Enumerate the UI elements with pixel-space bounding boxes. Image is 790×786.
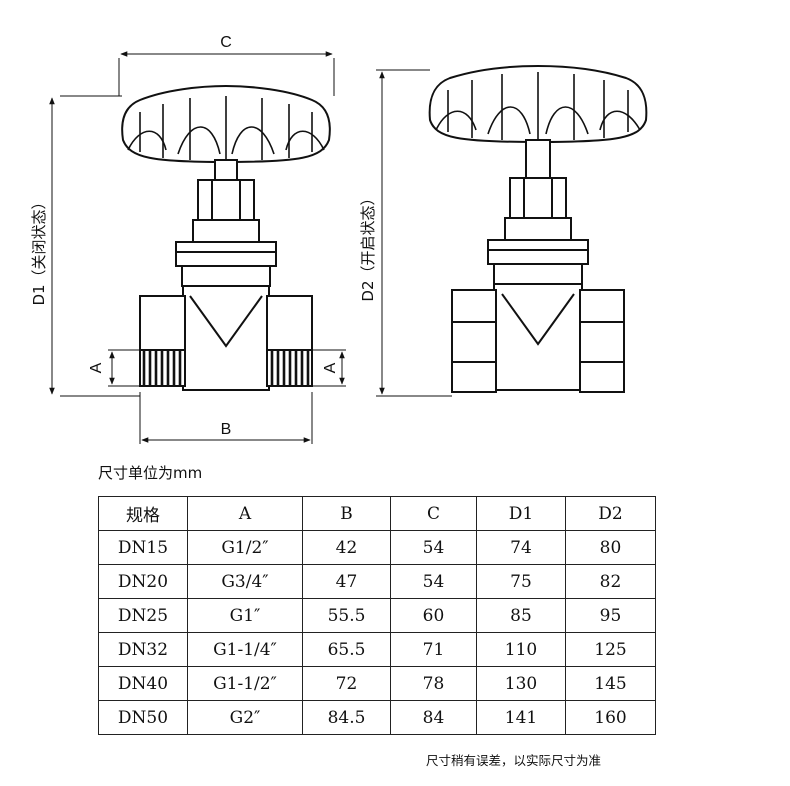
table-cell: G3/4″: [187, 564, 303, 599]
table-cell: 55.5: [302, 598, 391, 633]
table-cell: G2″: [187, 700, 303, 735]
header-a: A: [187, 496, 303, 531]
table-cell: 84: [390, 700, 477, 735]
table-row: DN50 G2″ 84.5 84 141 160: [98, 700, 656, 735]
header-c: C: [390, 496, 477, 531]
table-cell: 125: [565, 632, 656, 667]
table-cell: 80: [565, 530, 656, 565]
table-row: DN20 G3/4″ 47 54 75 82: [98, 564, 656, 599]
table-row: DN32 G1-1/4″ 65.5 71 110 125: [98, 632, 656, 667]
unit-note: 尺寸单位为mm: [98, 464, 203, 482]
header-b: B: [302, 496, 391, 531]
table-row: DN15 G1/2″ 42 54 74 80: [98, 530, 656, 565]
table-header-row: 规格 A B C D1 D2: [98, 496, 656, 531]
table-cell: 60: [390, 598, 477, 633]
table-cell: 72: [302, 666, 391, 701]
table-cell: DN25: [98, 598, 188, 633]
table-cell: 110: [476, 632, 566, 667]
dimensions-closed: [49, 51, 346, 444]
dim-d2-label: D2（开启状态）: [359, 190, 377, 301]
table-cell: DN40: [98, 666, 188, 701]
table-cell: 54: [390, 564, 477, 599]
header-d2: D2: [565, 496, 656, 531]
table-cell: 54: [390, 530, 477, 565]
dim-a-left-label: A: [88, 362, 105, 373]
header-spec: 规格: [98, 496, 188, 531]
dimensions-open: [376, 69, 452, 397]
table-cell: 95: [565, 598, 656, 633]
table-cell: DN32: [98, 632, 188, 667]
table-cell: 74: [476, 530, 566, 565]
valve-open: [428, 64, 648, 393]
table-cell: 75: [476, 564, 566, 599]
table-cell: 130: [476, 666, 566, 701]
table-cell: G1/2″: [187, 530, 303, 565]
table-cell: G1-1/4″: [187, 632, 303, 667]
table-cell: 85: [476, 598, 566, 633]
dim-d1-label: D1（关闭状态）: [30, 194, 48, 305]
dim-c-label: C: [220, 34, 232, 51]
dim-a-right-label: A: [322, 362, 339, 373]
table-cell: DN20: [98, 564, 188, 599]
table-cell: 84.5: [302, 700, 391, 735]
valve-drawing: C B A A D1（关闭状态） D2（开启状态）: [30, 34, 648, 444]
table-row: DN25 G1″ 55.5 60 85 95: [98, 598, 656, 633]
table-cell: 141: [476, 700, 566, 735]
table-row: DN40 G1-1/2″ 72 78 130 145: [98, 666, 656, 701]
table-cell: G1″: [187, 598, 303, 633]
footnote: 尺寸稍有误差，以实际尺寸为准: [426, 753, 602, 768]
spec-table: 规格 A B C D1 D2 DN15 G1/2″ 42 54 74 80 DN…: [98, 496, 656, 735]
dim-b-label: B: [221, 421, 232, 438]
table-cell: 78: [390, 666, 477, 701]
table-cell: 65.5: [302, 632, 391, 667]
table-cell: 82: [565, 564, 656, 599]
table-cell: DN15: [98, 530, 188, 565]
header-d1: D1: [476, 496, 566, 531]
table-cell: 42: [302, 530, 391, 565]
table-cell: 160: [565, 700, 656, 735]
table-cell: G1-1/2″: [187, 666, 303, 701]
table-cell: 47: [302, 564, 391, 599]
table-cell: 145: [565, 666, 656, 701]
valve-closed: [121, 84, 331, 391]
table-cell: DN50: [98, 700, 188, 735]
table-cell: 71: [390, 632, 477, 667]
